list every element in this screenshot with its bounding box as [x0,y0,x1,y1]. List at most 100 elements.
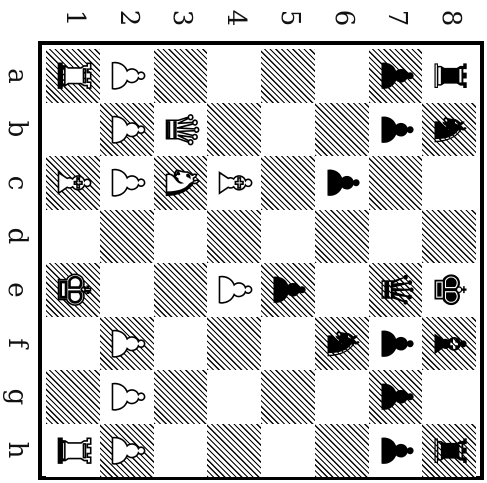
black-bishop-icon[interactable]: ♝ [422,316,476,370]
square-f5[interactable] [261,317,315,371]
black-pawn-icon[interactable]: ♟ [369,370,423,424]
square-h8[interactable]: ♜ [422,424,476,478]
square-g8[interactable] [422,370,476,424]
square-h3[interactable] [154,424,208,478]
black-knight-icon[interactable]: ♞ [422,102,476,156]
white-pawn-icon[interactable]: ♟ [100,316,154,370]
square-b2[interactable]: ♟ [100,103,154,157]
rank-label: 1 [58,3,88,33]
chessboard: ♜♟♟♜♟♛♟♞♝♟♞♝♟♚♟♟♛♚♟♞♟♝♟♟♜♟♟♜ [46,49,476,477]
square-f2[interactable]: ♟ [100,317,154,371]
file-label: f [0,328,30,358]
black-pawn-icon[interactable]: ♟ [315,156,369,210]
square-a6[interactable] [315,49,369,103]
square-h5[interactable] [261,424,315,478]
square-h4[interactable] [207,424,261,478]
square-b7[interactable]: ♟ [369,103,423,157]
black-queen-icon[interactable]: ♛ [369,263,423,317]
black-king-icon[interactable]: ♚ [422,263,476,317]
square-g1[interactable] [46,370,100,424]
white-pawn-icon[interactable]: ♟ [207,263,261,317]
square-e6[interactable] [315,263,369,317]
square-f8[interactable]: ♝ [422,317,476,371]
square-d8[interactable] [422,210,476,264]
square-d4[interactable] [207,210,261,264]
square-c4[interactable]: ♝ [207,156,261,210]
black-pawn-icon[interactable]: ♟ [369,49,423,103]
white-knight-icon[interactable]: ♞ [154,156,208,210]
square-g5[interactable] [261,370,315,424]
square-c3[interactable]: ♞ [154,156,208,210]
white-bishop-icon[interactable]: ♝ [46,156,100,210]
square-c7[interactable] [369,156,423,210]
square-b3[interactable]: ♛ [154,103,208,157]
square-d1[interactable] [46,210,100,264]
square-f6[interactable]: ♞ [315,317,369,371]
square-g3[interactable] [154,370,208,424]
white-king-icon[interactable]: ♚ [46,263,100,317]
square-c1[interactable]: ♝ [46,156,100,210]
white-rook-icon[interactable]: ♜ [46,49,100,103]
square-a2[interactable]: ♟ [100,49,154,103]
square-h7[interactable]: ♟ [369,424,423,478]
square-h6[interactable] [315,424,369,478]
white-rook-icon[interactable]: ♜ [46,423,100,477]
square-f4[interactable] [207,317,261,371]
square-b1[interactable] [46,103,100,157]
black-rook-icon[interactable]: ♜ [422,423,476,477]
square-g7[interactable]: ♟ [369,370,423,424]
square-e4[interactable]: ♟ [207,263,261,317]
white-pawn-icon[interactable]: ♟ [100,156,154,210]
rank-label: 2 [112,3,142,33]
square-f1[interactable] [46,317,100,371]
white-pawn-icon[interactable]: ♟ [100,423,154,477]
square-e7[interactable]: ♛ [369,263,423,317]
black-pawn-icon[interactable]: ♟ [369,102,423,156]
square-d3[interactable] [154,210,208,264]
square-a5[interactable] [261,49,315,103]
black-rook-icon[interactable]: ♜ [422,49,476,103]
square-d7[interactable] [369,210,423,264]
square-h2[interactable]: ♟ [100,424,154,478]
square-g6[interactable] [315,370,369,424]
square-c5[interactable] [261,156,315,210]
rank-label: 6 [327,3,357,33]
square-a3[interactable] [154,49,208,103]
square-c6[interactable]: ♟ [315,156,369,210]
square-b6[interactable] [315,103,369,157]
white-bishop-icon[interactable]: ♝ [207,156,261,210]
white-queen-icon[interactable]: ♛ [154,102,208,156]
square-b5[interactable] [261,103,315,157]
square-f3[interactable] [154,317,208,371]
square-a7[interactable]: ♟ [369,49,423,103]
file-label: a [0,61,30,91]
square-a1[interactable]: ♜ [46,49,100,103]
square-g4[interactable] [207,370,261,424]
square-e1[interactable]: ♚ [46,263,100,317]
square-e2[interactable] [100,263,154,317]
square-a8[interactable]: ♜ [422,49,476,103]
white-pawn-icon[interactable]: ♟ [100,370,154,424]
black-pawn-icon[interactable]: ♟ [369,423,423,477]
square-e3[interactable] [154,263,208,317]
square-d5[interactable] [261,210,315,264]
square-a4[interactable] [207,49,261,103]
black-pawn-icon[interactable]: ♟ [261,263,315,317]
square-b8[interactable]: ♞ [422,103,476,157]
square-e8[interactable]: ♚ [422,263,476,317]
square-f7[interactable]: ♟ [369,317,423,371]
black-pawn-icon[interactable]: ♟ [369,316,423,370]
rank-label: 5 [273,3,303,33]
white-pawn-icon[interactable]: ♟ [100,102,154,156]
square-c2[interactable]: ♟ [100,156,154,210]
square-h1[interactable]: ♜ [46,424,100,478]
white-pawn-icon[interactable]: ♟ [100,49,154,103]
square-b4[interactable] [207,103,261,157]
square-e5[interactable]: ♟ [261,263,315,317]
square-c8[interactable] [422,156,476,210]
square-g2[interactable]: ♟ [100,370,154,424]
square-d2[interactable] [100,210,154,264]
black-knight-icon[interactable]: ♞ [315,316,369,370]
square-d6[interactable] [315,210,369,264]
rank-label: 8 [434,3,464,33]
